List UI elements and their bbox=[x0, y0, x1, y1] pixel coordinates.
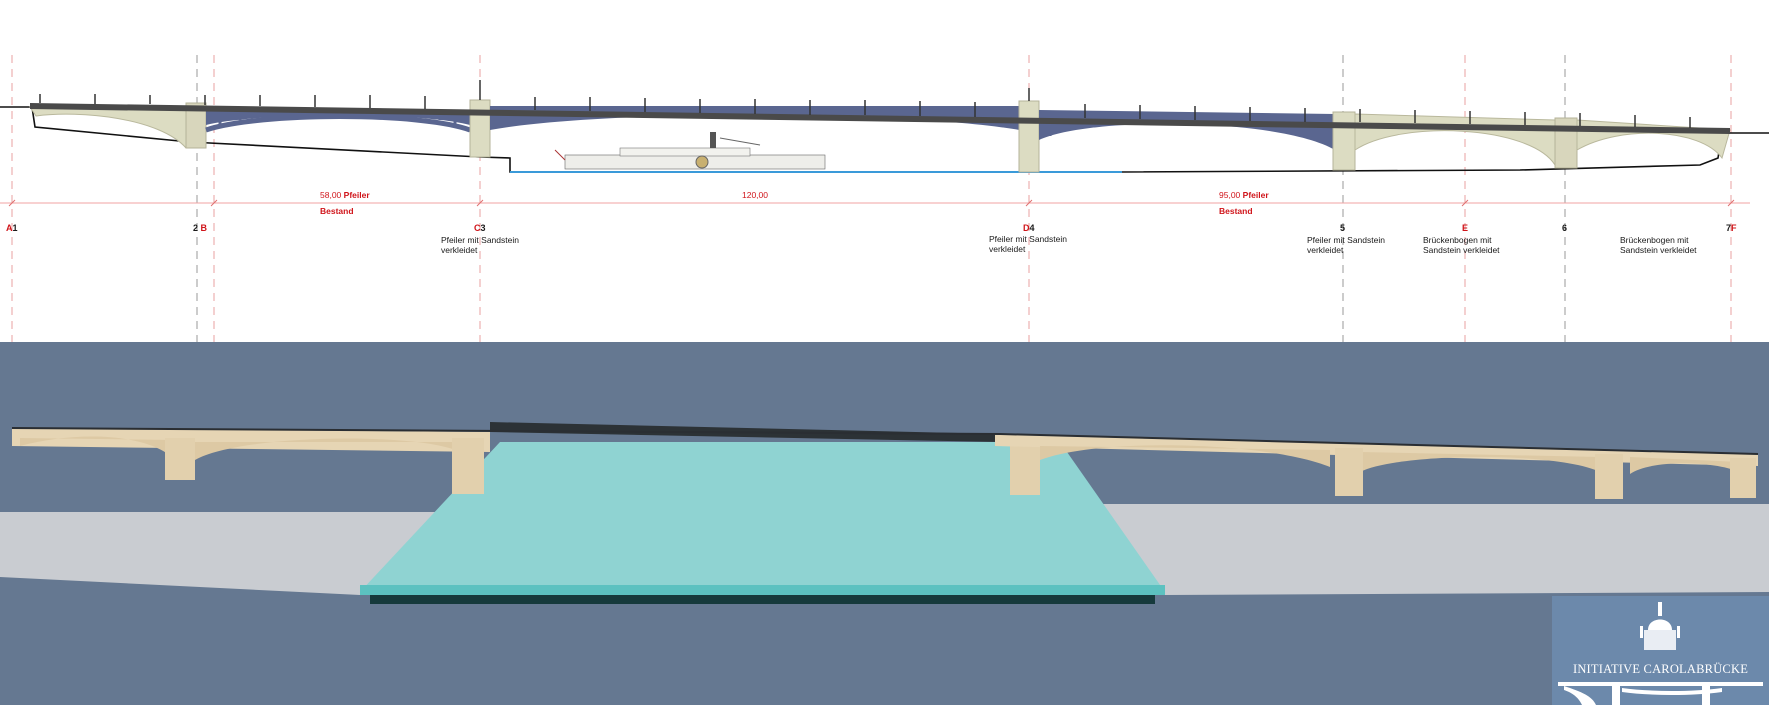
axis-label-c3: C3 bbox=[474, 223, 486, 233]
right-pier-2 bbox=[1595, 454, 1623, 499]
pier-c3 bbox=[469, 99, 491, 158]
bridge-3d-render bbox=[0, 342, 1769, 705]
initiative-carolabruecke-logo: INITIATIVE CAROLABRÜCKE bbox=[1552, 596, 1769, 705]
deck-railing bbox=[30, 103, 1730, 134]
axis-label-d4: D4 bbox=[1023, 223, 1035, 233]
dimension-sublabel-bestand-1: Bestand bbox=[320, 206, 354, 216]
axis-label-7f: 7F bbox=[1726, 223, 1737, 233]
bridge-elevation-drawing: A1 2 B C3 D4 5 E 6 7F 58,00 Pfeiler Best… bbox=[0, 0, 1769, 342]
elevation-svg bbox=[0, 55, 1769, 342]
left-stone-bridge-deck bbox=[12, 428, 490, 452]
frauenkirche-dome-icon bbox=[1640, 602, 1680, 650]
pier-d4 bbox=[1018, 100, 1040, 173]
logo-text: INITIATIVE CAROLABRÜCKE bbox=[1572, 662, 1749, 676]
pier-2 bbox=[185, 102, 207, 149]
left-pier-1 bbox=[165, 438, 195, 480]
ground-left bbox=[0, 512, 440, 595]
right-abutment bbox=[1730, 458, 1756, 498]
dimension-ticks bbox=[8, 199, 1735, 207]
dimension-sublabel-bestand-2: Bestand bbox=[1219, 206, 1253, 216]
pier-obelisks bbox=[479, 80, 1030, 101]
render-svg bbox=[0, 422, 1769, 604]
dimension-label-95: 95,00 Pfeiler bbox=[1219, 190, 1269, 200]
logo-graphic bbox=[1558, 602, 1763, 705]
sandstone-arch-6-7 bbox=[1576, 119, 1731, 160]
axis-lines bbox=[11, 55, 1732, 342]
axis-label-a1: A1 bbox=[6, 223, 18, 233]
dimension-label-58: 58,00 Pfeiler bbox=[320, 190, 370, 200]
dimension-label-120: 120,00 bbox=[742, 190, 768, 200]
axis-label-2b: 2 B bbox=[193, 223, 208, 233]
pier-5 bbox=[1332, 111, 1356, 171]
render-railing bbox=[11, 427, 1759, 455]
axis-label-6: 6 bbox=[1562, 223, 1568, 233]
axis-label-5: 5 bbox=[1340, 223, 1346, 233]
steel-arch-span-3 bbox=[1039, 110, 1335, 150]
axis-label-e: E bbox=[1462, 223, 1469, 233]
deck-lamps bbox=[39, 94, 1691, 128]
ground-right bbox=[1060, 504, 1769, 595]
right-pier-1 bbox=[1335, 448, 1363, 496]
water-basin-edge bbox=[370, 595, 1155, 604]
bridge-silhouette-icon bbox=[1558, 682, 1763, 705]
left-sandstone-arch bbox=[29, 106, 196, 149]
paddle-steamer bbox=[554, 132, 826, 170]
water-basin bbox=[360, 442, 1165, 592]
left-pier-2 bbox=[452, 438, 484, 494]
